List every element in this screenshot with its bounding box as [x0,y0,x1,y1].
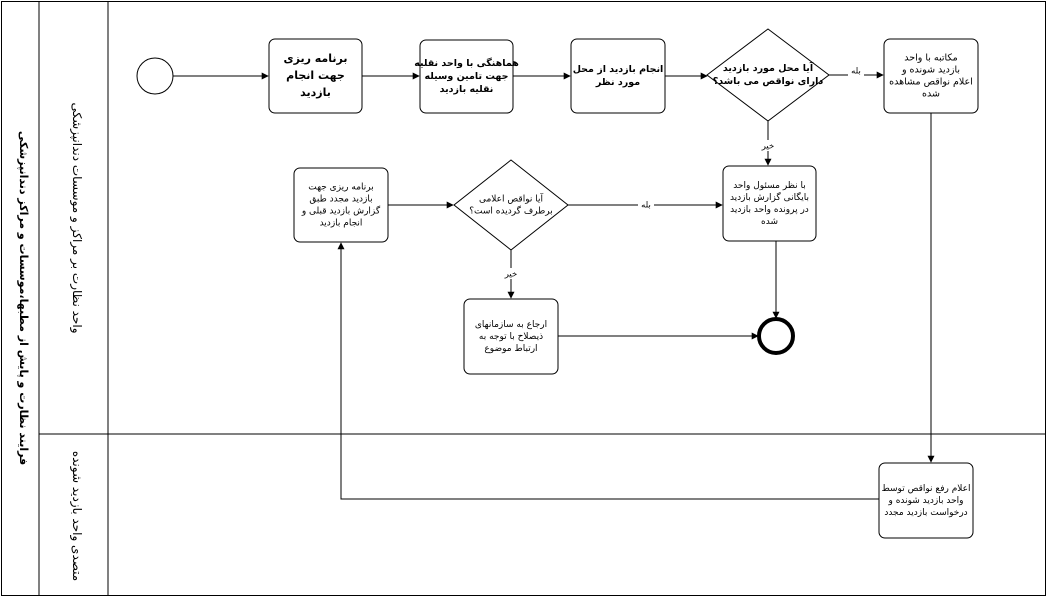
node-label-line: بازدید مجدد طبق [309,195,372,205]
node-start [136,57,174,95]
edge-label: بله [851,67,861,77]
node-label-line: برنامه ریزی [284,52,348,65]
node-label-line: درخواست بازدید مجدد [884,508,967,518]
node-label-line: بازدید شونده و [901,65,960,76]
edge-g2-t7: خیر [503,250,519,299]
node-label-line: دارای نواقص می باشد؟ [713,76,824,87]
node-label-line: شده [761,217,778,227]
edge-label: بله [641,201,651,211]
node-t7: ارجاع به سازمانهای ذیصلاح با توجه به ارتبا… [463,298,559,375]
node-t1: برنامه ریزی جهت انجام بازدید [268,38,363,114]
edge-g2-t5: بله [568,199,723,211]
task-box [463,298,559,375]
edge-g1-t5: خیر [760,121,776,166]
node-label-line: اعلام نواقص مشاهده [889,77,973,88]
node-label-line: مکاتبه با واحد [904,53,958,64]
node-label-line: هماهنگی با واحد نقلیه [414,57,519,69]
node-label-line: بایگانی گزارش بازدید [730,191,809,203]
edge-label-bg [848,65,864,76]
end-event-circle [757,317,795,355]
edge-t8-t6 [337,242,879,500]
node-label-line: انجام بازدید از محل [573,64,664,75]
edges-layer: بله خیر بله خیر [173,65,935,500]
node-label-line: ارتباط موضوع [484,344,537,354]
node-label-line: بازدید [300,86,331,99]
start-event-circle [136,57,174,95]
node-label-line: مورد نظر [595,77,640,88]
edge-label-bg [638,199,654,210]
lane-title-top: واحد نظارت بر مراکز و موسسات دندانپزشکی [69,102,84,333]
nodes-layer: برنامه ریزی جهت انجام بازدید هماهنگی با واح… [136,28,979,539]
node-end [757,317,795,355]
node-label-line: برطرف گردیده است؟ [469,205,553,217]
pool-title: فرایند نظارت و پایش از مطبها،موسسات و مر… [17,131,30,465]
node-t3: انجام بازدید از محل مورد نظر [570,38,666,114]
task-box [883,38,979,114]
edge-label: خیر [761,142,775,152]
node-label-line: شده [922,89,940,100]
node-t2: هماهنگی با واحد نقلیه جهت تامین وسیله نقلی… [414,39,519,114]
lane-title-bottom: متصدی واحد بازدید شونده [69,451,84,581]
task-box [268,38,363,114]
node-label-line: ارجاع به سازمانهای [475,320,547,330]
node-label-line: برنامه ریزی جهت [308,183,374,193]
node-label-line: آیا محل مورد بازدید [723,61,814,74]
node-label-line: واحد بازدید شونده و [887,496,963,506]
task-box [293,167,389,243]
node-label-line: ذیصلاح با توجه به [479,332,543,342]
edge-label-bg [760,140,776,151]
node-label-line: آیا نواقص اعلامی [479,193,544,205]
gateway-diamond [706,28,830,122]
node-label-line: جهت انجام [286,69,345,82]
task-box [878,462,974,539]
node-label-line: گزارش بازدید قبلی و [301,205,381,217]
node-label-line: انجام بازدید [320,219,363,229]
node-label-line: نقلیه بازدید [440,84,494,95]
node-label-line: با نظر مسئول واحد [733,181,806,191]
node-g1: آیا محل مورد بازدید دارای نواقص می باشد؟ [706,28,830,122]
node-label-line: جهت تامین وسیله [425,71,509,82]
task-box [722,165,817,242]
edge-label: خیر [504,270,518,280]
task-box [419,39,514,114]
task-box [570,38,666,114]
node-t8: اعلام رفع نواقص توسط واحد بازدید شونده و د… [878,462,974,539]
gateway-diamond [453,159,569,251]
edge-g1-t4: بله [829,65,884,79]
node-label-line: در پرونده واحد بازدید [730,205,809,215]
node-label-line: اعلام رفع نواقص توسط [881,484,970,494]
edge-label-bg [503,268,519,279]
sequence-flow-line [337,242,879,500]
